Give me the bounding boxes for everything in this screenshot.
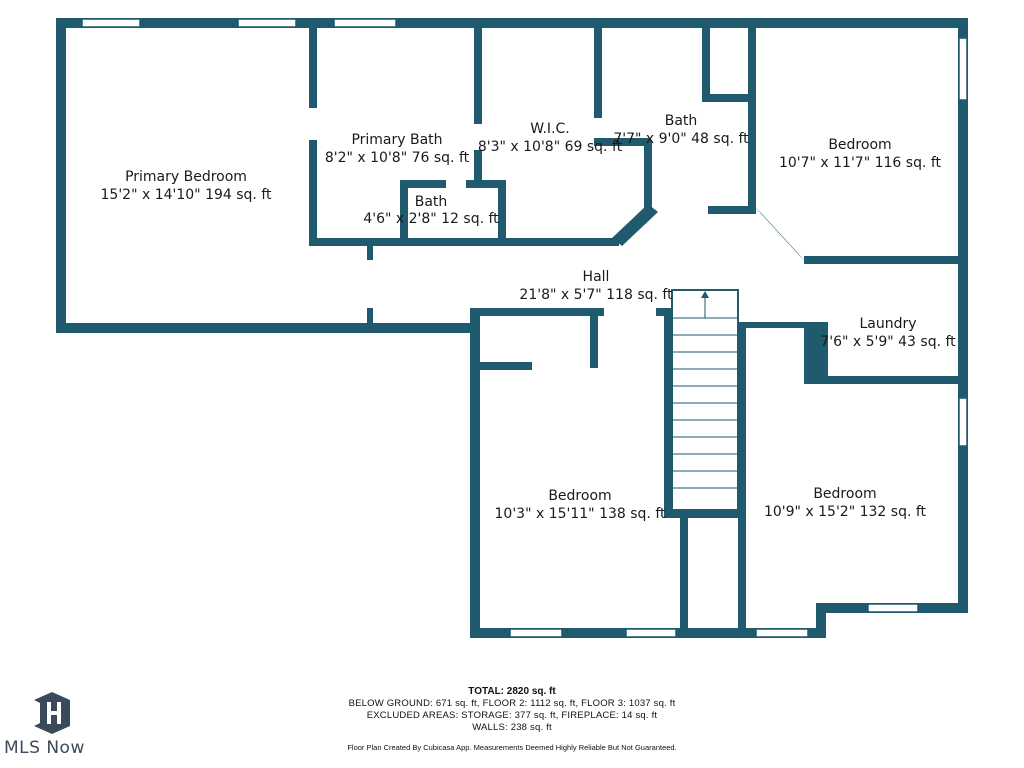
mls-now-logo <box>34 692 70 734</box>
room-dims-primary-bath: 8'2" x 10'8" 76 sq. ft <box>325 150 470 166</box>
room-dims-wic: 8'3" x 10'8" 69 sq. ft <box>478 139 623 155</box>
room-dims-bath-upper: 7'7" x 9'0" 48 sq. ft <box>613 131 749 147</box>
room-name-hall: Hall <box>583 269 610 285</box>
room-name-wic: W.I.C. <box>530 121 570 137</box>
windows <box>81 18 968 638</box>
room-name-bedroom-ne: Bedroom <box>828 137 891 153</box>
room-name-bedroom-sw: Bedroom <box>548 488 611 504</box>
room-dims-bath-small: 4'6" x 2'8" 12 sq. ft <box>363 211 499 227</box>
area-summary: TOTAL: 2820 sq. ft BELOW GROUND: 671 sq.… <box>312 686 712 754</box>
walls <box>56 18 968 638</box>
room-name-laundry: Laundry <box>859 316 916 332</box>
credit-note: Floor Plan Created By Cubicasa App. Meas… <box>347 743 677 752</box>
room-dims-hall: 21'8" x 5'7" 118 sq. ft <box>519 287 673 303</box>
total-area: TOTAL: 2820 sq. ft <box>468 686 556 697</box>
excluded-areas: EXCLUDED AREAS: STORAGE: 377 sq. ft, FIR… <box>366 710 658 721</box>
room-name-bath-small: Bath <box>415 194 448 210</box>
logo-text: MLS Now <box>4 738 85 758</box>
room-dims-laundry: 7'6" x 5'9" 43 sq. ft <box>820 334 956 350</box>
room-name-primary-bedroom: Primary Bedroom <box>125 169 247 185</box>
floor-plan: Primary Bedroom 15'2" x 14'10" 194 sq. f… <box>56 18 968 638</box>
room-dims-bedroom-se: 10'9" x 15'2" 132 sq. ft <box>764 504 927 520</box>
room-name-primary-bath: Primary Bath <box>351 132 442 148</box>
walls-area: WALLS: 238 sq. ft <box>472 722 552 733</box>
room-name-bedroom-se: Bedroom <box>813 486 876 502</box>
room-dims-bedroom-ne: 10'7" x 11'7" 116 sq. ft <box>779 155 942 171</box>
room-dims-primary-bedroom: 15'2" x 14'10" 194 sq. ft <box>101 187 272 203</box>
floor-areas: BELOW GROUND: 671 sq. ft, FLOOR 2: 1112 … <box>348 698 676 709</box>
stairs <box>671 289 739 511</box>
room-dims-bedroom-sw: 10'3" x 15'11" 138 sq. ft <box>495 506 666 522</box>
room-labels: Primary Bedroom 15'2" x 14'10" 194 sq. f… <box>101 113 957 522</box>
room-name-bath-upper: Bath <box>665 113 698 129</box>
